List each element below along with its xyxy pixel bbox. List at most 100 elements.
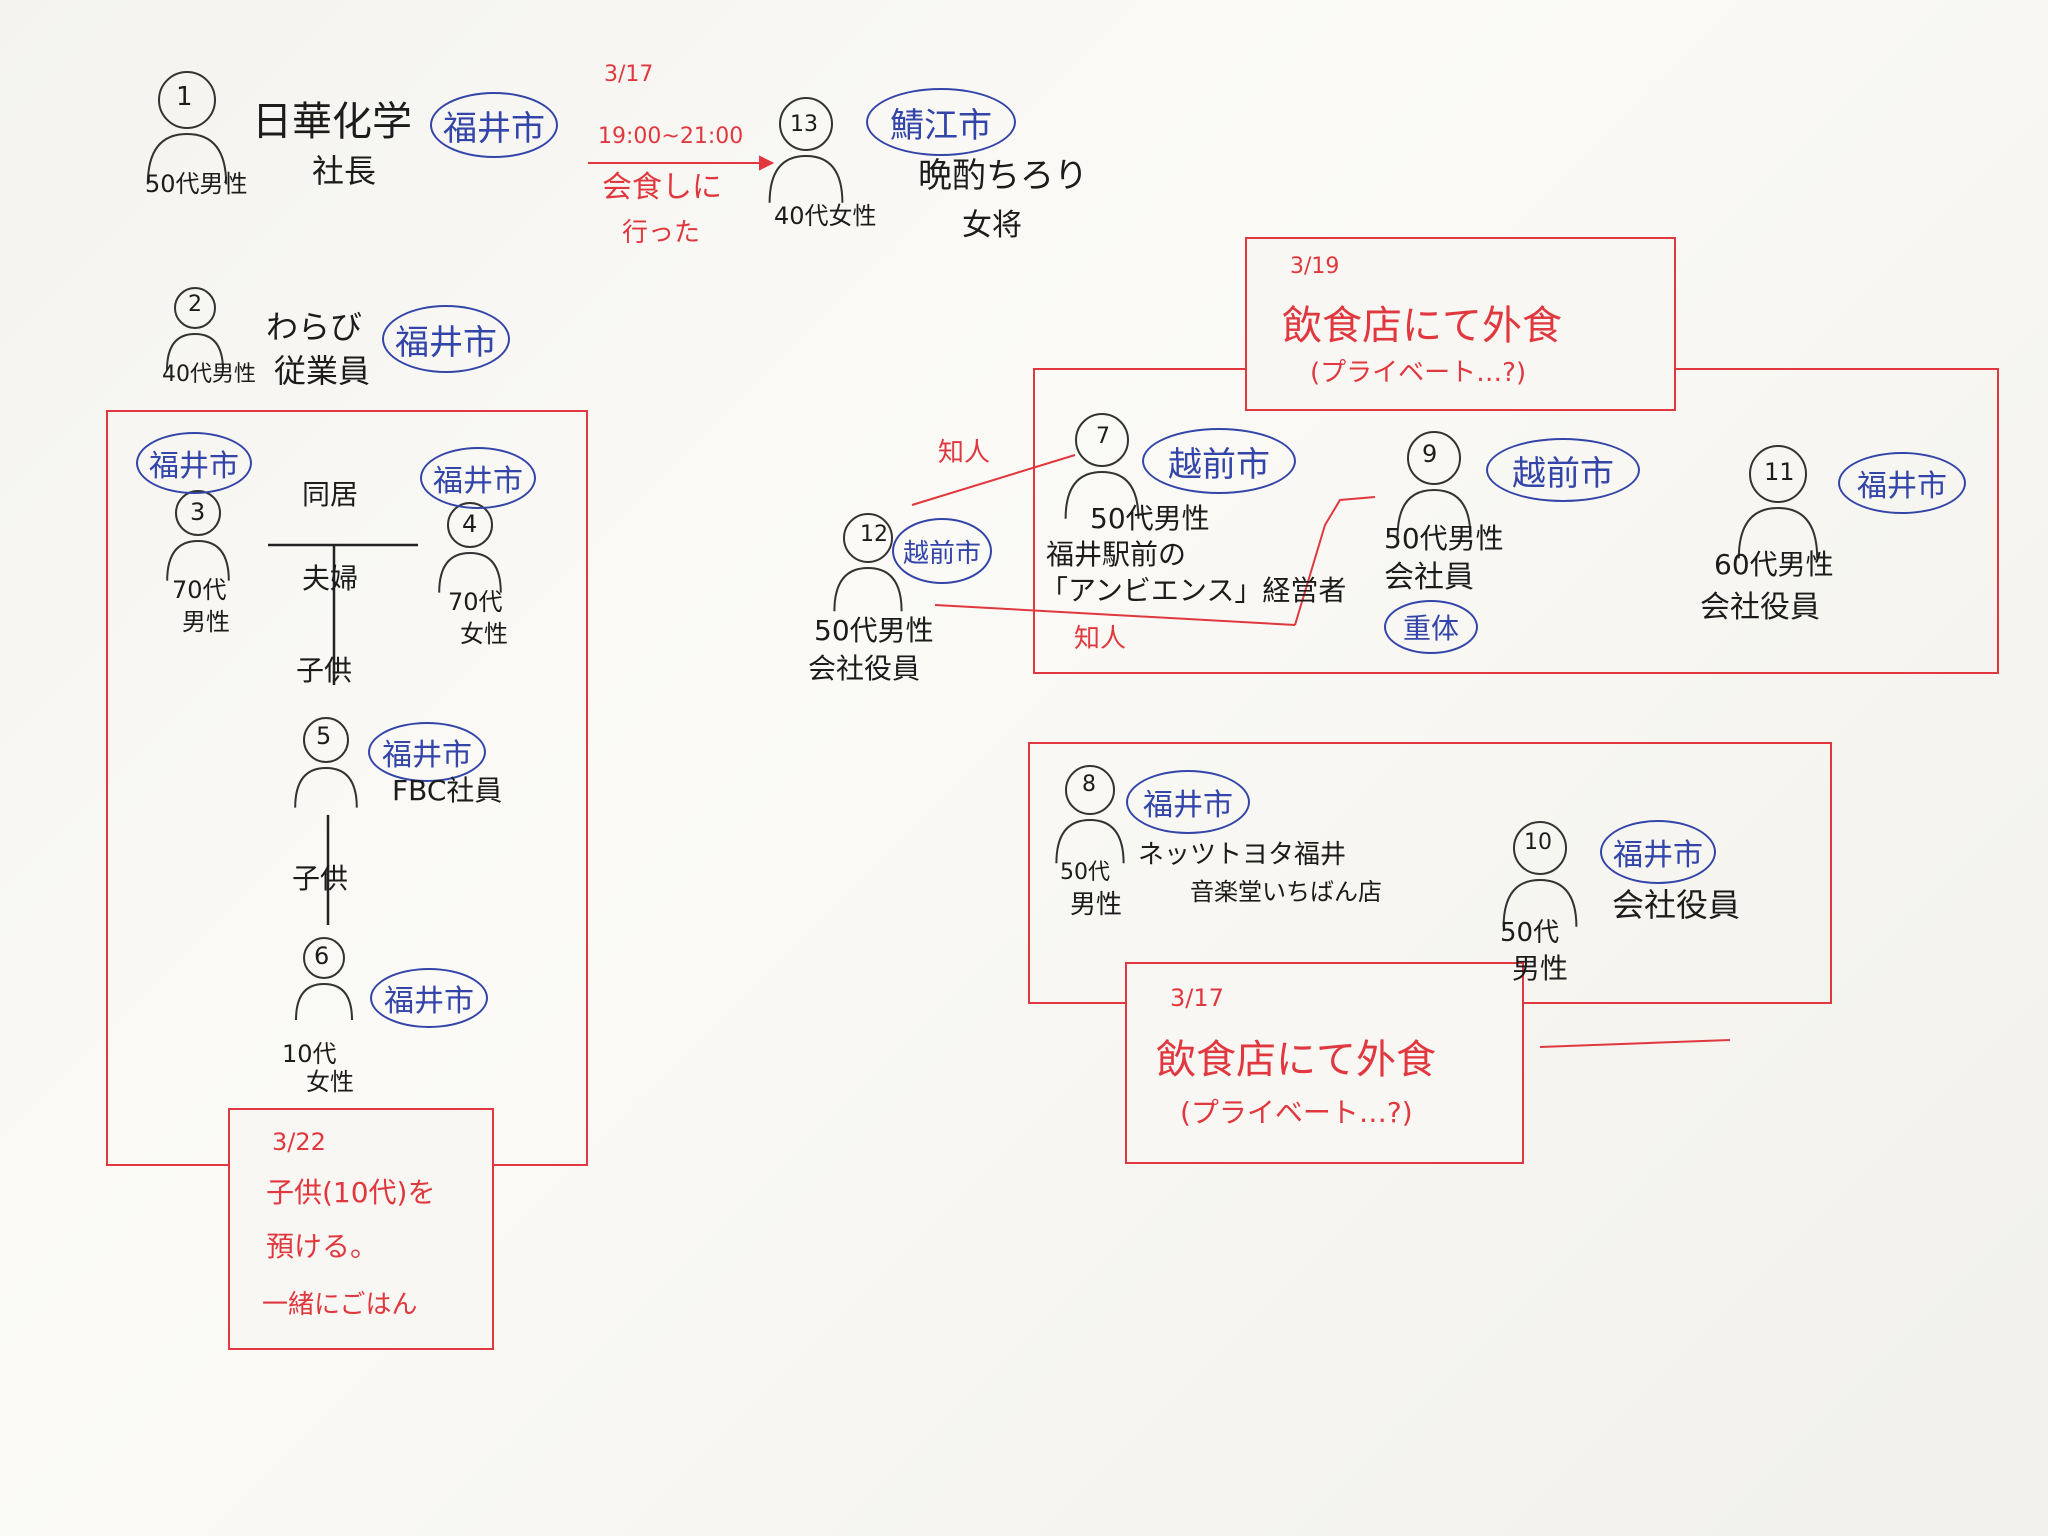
person-10-city-badge: 福井市	[1600, 820, 1716, 884]
person-13-desc: 40代女性	[774, 202, 877, 230]
person-7-line-2: 「アンビエンス」経営者	[1040, 574, 1347, 607]
person-5-head	[303, 717, 349, 763]
person-5-body	[294, 766, 358, 808]
person-13-body	[768, 154, 844, 203]
person-11-body	[1737, 506, 1819, 559]
family-box	[106, 410, 588, 1166]
person-12-role: 会社役員	[808, 652, 921, 685]
person-7-line-1: 福井駅前の	[1046, 538, 1187, 571]
person-9-head	[1407, 431, 1461, 485]
person-2-desc: 40代男性	[162, 362, 256, 387]
person-1-desc: 50代男性	[145, 170, 248, 198]
person-12-head	[843, 513, 893, 563]
person-3-desc-sex: 男性	[182, 608, 230, 636]
person-2-city-badge: 福井市	[382, 305, 510, 373]
person-7-head	[1075, 413, 1129, 467]
person-1-body	[146, 132, 228, 185]
dinner-line-2: 行った	[622, 218, 701, 248]
dinner-time: 19:00~21:00	[598, 124, 744, 149]
person-9-number: 9	[1422, 440, 1438, 468]
person-12-number: 12	[860, 522, 888, 547]
person-10-desc-sex: 男性	[1512, 952, 1569, 985]
person-13-org: 晩酌ちろり	[918, 156, 1088, 196]
person-8-head	[1065, 765, 1115, 815]
acquaintance-line-top	[911, 454, 1076, 506]
person-6-body	[295, 982, 353, 1021]
note-3-19-box	[1245, 237, 1676, 411]
acquaintance-label-top: 知人	[938, 438, 991, 468]
couple-label: 夫婦	[302, 562, 359, 595]
person-5-role: FBC社員	[392, 774, 503, 807]
note-3-19-date: 3/19	[1290, 254, 1340, 279]
person-6-head	[303, 937, 345, 979]
note-3-22-box	[228, 1108, 494, 1350]
person-1-org: 日華化学	[252, 99, 412, 145]
person-5-city-badge: 福井市	[368, 722, 486, 782]
person-8-desc-sex: 男性	[1070, 890, 1123, 920]
person-9-body	[1396, 488, 1472, 537]
acquaintance-line-bottom	[934, 604, 1296, 626]
person-7-number: 7	[1096, 424, 1110, 449]
note-3-22-line-2: 預ける。	[266, 1230, 379, 1263]
acquaintance-label-bottom: 知人	[1074, 624, 1127, 654]
person-13-number: 13	[790, 112, 818, 137]
person-6-desc-age: 10代	[282, 1040, 337, 1068]
person-8-desc-age: 50代	[1060, 860, 1110, 885]
person-2-head	[174, 287, 216, 329]
note-3-17-line-1: 飲食店にて外食	[1156, 1037, 1436, 1083]
person-7-city-badge: 越前市	[1142, 428, 1296, 494]
person-5-number: 5	[316, 722, 332, 750]
person-11-role: 会社役員	[1700, 590, 1820, 625]
child-label-2: 子供	[292, 862, 349, 895]
note-3-17-line-2: (プライベート…?)	[1180, 1096, 1413, 1129]
person-3-desc-age: 70代	[172, 576, 227, 604]
person-2-number: 2	[188, 292, 202, 317]
person-6-city-badge: 福井市	[370, 968, 488, 1028]
note-3-22-date: 3/22	[272, 1128, 326, 1156]
person-12-city-badge: 越前市	[892, 518, 992, 584]
person-8-number: 8	[1082, 772, 1096, 797]
person-11-head	[1749, 445, 1807, 503]
note-3-22-line-3: 一緒にごはん	[262, 1290, 418, 1320]
person-13-head	[779, 97, 833, 151]
person-9-city-badge: 越前市	[1486, 438, 1640, 502]
person-10-head	[1513, 821, 1567, 875]
person-1-number: 1	[176, 82, 193, 112]
person-10-desc-age: 50代	[1500, 918, 1560, 948]
note-3-17-date: 3/17	[1170, 984, 1224, 1012]
person-7-body	[1064, 470, 1140, 519]
note-3-22-line-1: 子供(10代)を	[266, 1176, 436, 1209]
person-11-desc: 60代男性	[1714, 548, 1834, 581]
person-6-number: 6	[314, 942, 330, 970]
person-4-desc-sex: 女性	[460, 620, 508, 648]
person-9-role: 会社員	[1384, 560, 1474, 595]
dinner-line-1: 会食しに	[602, 170, 722, 205]
person-9-status-badge: 重体	[1384, 600, 1478, 654]
person-13-role: 女将	[962, 208, 1022, 243]
person-7-desc: 50代男性	[1090, 502, 1210, 535]
box-link-line	[1539, 1039, 1731, 1048]
person-1-role: 社長	[312, 152, 377, 190]
person-4-city-badge: 福井市	[420, 447, 536, 509]
person-4-number: 4	[462, 510, 478, 538]
person-1-city-badge: 福井市	[430, 92, 558, 158]
link-7-9	[1294, 496, 1376, 626]
person-3-number: 3	[190, 498, 206, 526]
person-2-body	[166, 332, 224, 371]
child-label-1: 子供	[296, 654, 353, 687]
dinner-arrowhead	[759, 155, 775, 171]
person-8-line-2: 音楽堂いちばん店	[1190, 878, 1382, 906]
person-13-city-badge: 鯖江市	[866, 88, 1016, 156]
person-11-city-badge: 福井市	[1838, 452, 1966, 514]
person-12-body	[833, 566, 903, 612]
person-8-body	[1055, 818, 1125, 864]
person-10-body	[1502, 878, 1578, 927]
person-11-number: 11	[1764, 458, 1795, 486]
person-12-desc: 50代男性	[814, 614, 934, 647]
person-8-city-badge: 福井市	[1126, 770, 1250, 834]
person-2-role: 従業員	[274, 352, 371, 390]
person-4-body	[438, 551, 502, 593]
person-4-desc-age: 70代	[448, 588, 503, 616]
